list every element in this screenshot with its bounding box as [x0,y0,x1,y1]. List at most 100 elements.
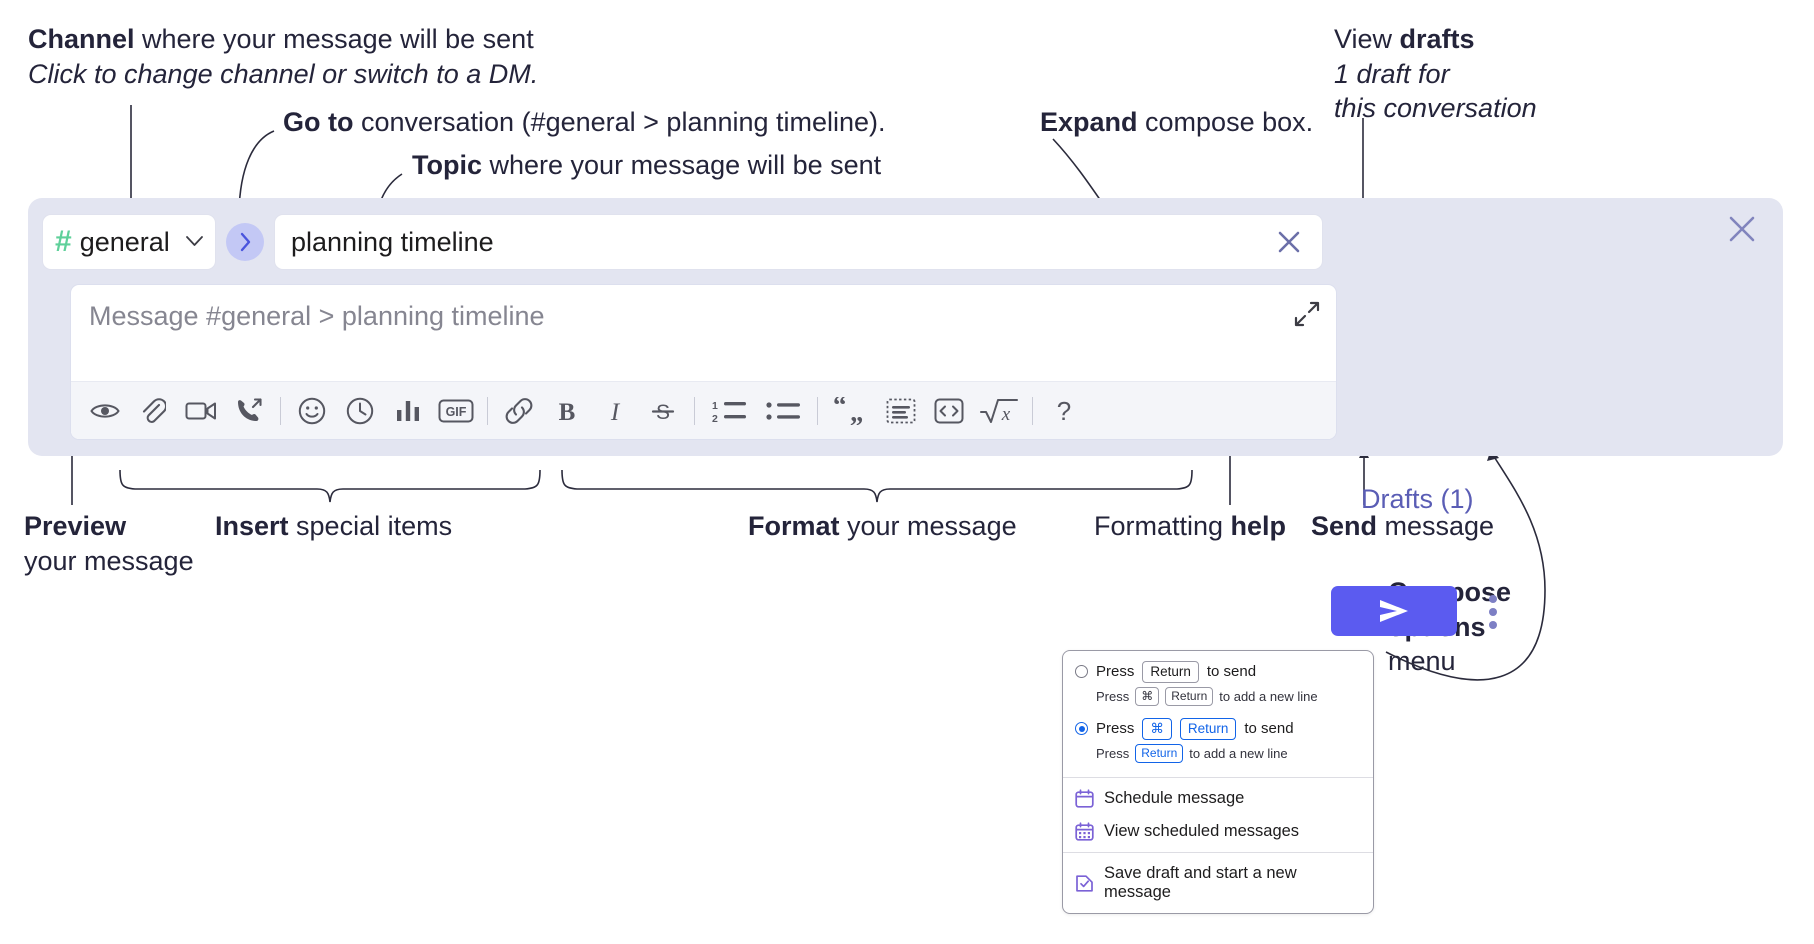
message-input-placeholder[interactable]: Message #general > planning timeline [89,301,545,331]
annotation-preview-line2: your message [24,545,194,576]
svg-text:2: 2 [712,413,718,424]
italic-icon[interactable]: I [591,390,639,432]
option1-sub-post: to add a new line [1219,688,1318,704]
code-block-icon[interactable] [877,390,925,432]
annotation-expand-bold: Expand [1040,107,1138,137]
menu-item-view-scheduled-messages[interactable]: View scheduled messages [1063,815,1373,848]
clock-icon[interactable] [336,390,384,432]
code-icon[interactable] [925,390,973,432]
annotation-topic-bold: Topic [412,150,482,180]
menu-schedule-group: Schedule message View scheduled messages [1063,778,1373,852]
option2-sub-pre: Press [1096,745,1130,761]
menu-divider [1063,852,1373,854]
annotation-preview: Preview your message [24,509,194,578]
bulleted-list-icon[interactable] [756,390,810,432]
panel-close-icon[interactable] [1723,210,1761,248]
dot [1489,608,1497,616]
close-icon[interactable] [1272,225,1306,259]
video-icon[interactable] [177,390,225,432]
help-icon[interactable]: ? [1040,390,1088,432]
option1-pre: Press [1096,663,1135,681]
annotation-goto: Go to conversation (#general > planning … [283,105,886,140]
menu-option-cmd-return-to-send[interactable]: Press ⌘ Return to send [1063,716,1373,742]
annotation-drafts-italic2: this conversation [1334,93,1537,124]
svg-text:I: I [610,399,621,425]
emoji-icon[interactable] [288,390,336,432]
option1-sub-pre: Press [1096,688,1130,704]
blockquote-icon[interactable]: “„ [825,390,877,432]
option2-sub-post: to add a new line [1189,745,1288,761]
option2-post: to send [1244,720,1294,738]
gif-icon[interactable]: GIF [432,390,480,432]
compose-options-button[interactable] [1480,590,1506,634]
compose-header-row: # general planning timeline [42,214,1323,270]
menu-item-save-draft[interactable]: Save draft and start a new message [1063,857,1373,909]
poll-icon[interactable] [384,390,432,432]
annotation-help: Formatting help [1094,509,1286,544]
option1-post: to send [1206,663,1257,681]
annotation-goto-rest: conversation (#general > planning timeli… [353,107,886,137]
annotation-drafts-pre: View [1334,24,1400,54]
menu-option-return-subtext: Press ⌘ Return to add a new line [1063,685,1373,713]
drafts-link[interactable]: Drafts (1) [1361,484,1474,514]
topic-input[interactable]: planning timeline [274,214,1323,270]
annotation-drafts-italic1: 1 draft for [1334,58,1450,89]
menu-item-label: Save draft and start a new message [1104,864,1297,902]
annotation-format-rest: your message [839,511,1017,541]
svg-text:GIF: GIF [446,405,467,419]
preview-icon[interactable] [81,390,129,432]
strikethrough-icon[interactable]: S [639,390,687,432]
menu-draft-group: Save draft and start a new message [1063,853,1373,913]
annotation-help-bold: help [1230,511,1287,541]
key-return: Return [1179,718,1237,740]
annotation-insert-bold: Insert [215,511,289,541]
send-arrow-icon [1380,600,1408,622]
link-icon[interactable] [495,390,543,432]
annotation-format: Format your message [748,509,1017,544]
radio-button-selected[interactable] [1075,722,1088,736]
annotation-preview-bold: Preview [24,511,127,541]
annotation-insert: Insert special items [215,509,452,544]
send-button[interactable] [1331,586,1457,636]
option2-pre: Press [1096,720,1135,738]
channel-selector[interactable]: # general [42,214,216,270]
annotation-drafts-bold: drafts [1399,24,1475,54]
go-to-conversation-button[interactable] [226,223,264,261]
menu-option-cmd-return-subtext: Press Return to add a new line [1063,742,1373,770]
svg-text:x: x [1001,404,1011,425]
annotation-topic-rest: where your message will be sent [482,150,882,180]
annotation-compose-rest: menu [1388,646,1456,677]
menu-divider [1063,777,1373,779]
annotation-expand: Expand compose box. [1040,105,1313,140]
annotation-channel: Channel where your message will be sent … [28,22,538,91]
toolbar-divider [487,396,488,425]
expand-icon[interactable] [1290,297,1324,331]
key-return: Return [1135,743,1184,764]
toolbar-divider [817,396,818,425]
annotation-format-bold: Format [748,511,840,541]
menu-item-schedule-message[interactable]: Schedule message [1063,782,1373,815]
attachment-icon[interactable] [129,390,177,432]
svg-text:“: “ [833,397,847,420]
key-return: Return [1165,686,1214,707]
math-icon[interactable]: x [973,390,1025,432]
channel-name-label: general [79,226,170,257]
svg-text:„: „ [850,397,864,425]
chevron-right-icon [240,232,250,252]
audio-call-icon[interactable] [225,390,273,432]
key-command: ⌘ [1135,686,1160,707]
dot [1489,621,1497,629]
radio-button[interactable] [1075,665,1088,679]
formatting-toolbar: GIF B I S 12 [71,381,1336,439]
hash-icon: # [55,225,72,258]
menu-option-return-to-send[interactable]: Press Return to send [1063,659,1373,685]
key-command: ⌘ [1142,718,1172,740]
save-draft-icon [1075,874,1094,893]
menu-item-label: View scheduled messages [1104,822,1300,841]
bold-icon[interactable]: B [543,390,591,432]
message-compose-box[interactable]: Message #general > planning timeline [70,284,1337,440]
annotation-expand-rest: compose box. [1137,107,1314,137]
svg-text:?: ? [1057,397,1071,425]
